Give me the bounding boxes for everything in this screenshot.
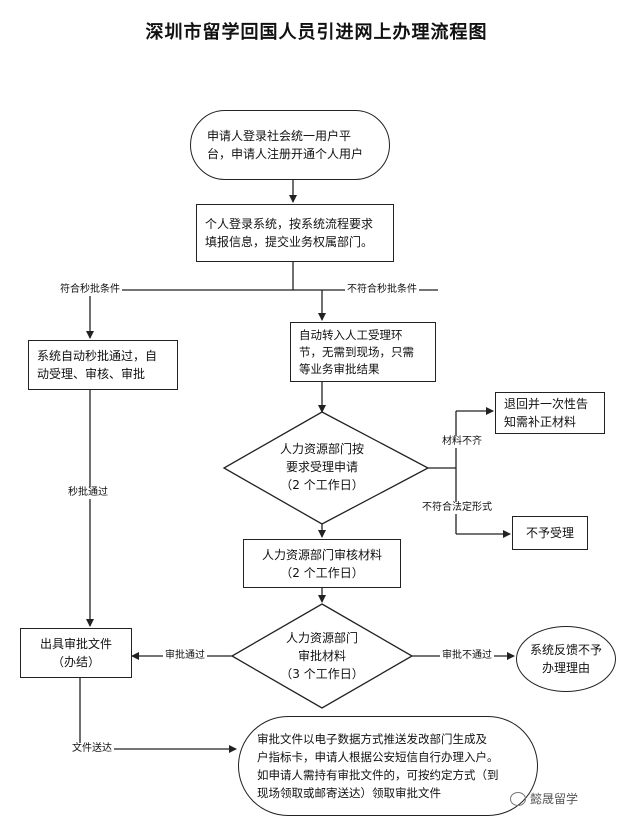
node-hr-accept-line-1: 人力资源部门按 [279,442,364,456]
node-hr-approve-text: 人力资源部门 审批材料 （3 个工作日） [262,629,382,683]
node-review-line-2: （2 个工作日） [280,565,364,580]
node-review-line-1: 人力资源部门审核材料 [261,547,382,562]
node-manual: 自动转入人工受理环 节，无需到现场，只需 等业务审批结果 [290,322,436,382]
node-reject-line-1: 不予受理 [525,526,574,540]
node-final-line-1: 审批文件以电子数据方式推送发改部门生成及 [257,732,487,746]
label-not-meets-condition: 不符合秒批条件 [345,284,419,296]
node-auto-line-1: 系统自动秒批通过，自 [37,349,158,363]
node-hr-approve-line-1: 人力资源部门 [285,631,358,645]
node-final-line-3: 如申请人需持有审批文件的，可按约定方式（到 [257,768,499,782]
label-approve-fail: 审批不通过 [440,650,494,662]
node-start: 申请人登录社会统一用户平 台，申请人注册开通个人用户 [190,110,390,180]
node-hr-approve-line-2: 审批材料 [297,649,346,663]
node-return: 退回并一次性告 知需补正材料 [495,392,605,434]
node-login-line-2: 填报信息，提交业务权属部门。 [205,235,374,249]
decision-diamond-accept [222,411,430,525]
node-login: 个人登录系统，按系统流程要求 填报信息，提交业务权属部门。 [196,204,394,262]
node-hr-accept-line-3: （2 个工作日） [280,478,364,492]
node-start-line-2: 台，申请人注册开通个人用户 [207,147,364,161]
node-hr-approve-line-3: （3 个工作日） [280,667,364,681]
node-auto-approve: 系统自动秒批通过，自 动受理、审核、审批 [28,340,178,390]
node-feedback-line-2: 办理理由 [541,661,590,675]
node-issue-line-2: （办结） [51,655,100,669]
label-not-legal-form: 不符合法定形式 [420,502,494,514]
node-return-line-2: 知需补正材料 [504,415,577,429]
node-start-line-1: 申请人登录社会统一用户平 [207,129,352,143]
node-hr-accept-line-2: 要求受理申请 [285,460,358,474]
node-auto-line-2: 动受理、审核、审批 [37,367,146,381]
wechat-icon [510,791,526,806]
page-title: 深圳市留学回国人员引进网上办理流程图 [145,22,488,43]
decision-diamond-approve [230,603,414,709]
node-reject: 不予受理 [512,516,588,550]
label-auto-pass: 秒批通过 [66,487,110,499]
node-hr-accept-text: 人力资源部门按 要求受理申请 （2 个工作日） [252,440,392,494]
label-file-delivery: 文件送达 [70,743,114,755]
node-final-line-4: 现场领取或邮寄送达）领取审批文件 [257,786,441,800]
node-issue: 出具审批文件 （办结） [20,628,132,678]
node-feedback-line-1: 系统反馈不予 [529,643,602,657]
watermark: 懿晟留学 [510,790,578,807]
node-login-line-1: 个人登录系统，按系统流程要求 [205,217,374,231]
node-final: 审批文件以电子数据方式推送发改部门生成及 户指标卡，申请人根据公安短信自行办理入… [238,716,538,816]
label-approve-pass: 审批通过 [163,650,207,662]
node-review: 人力资源部门审核材料 （2 个工作日） [243,539,401,588]
node-manual-line-1: 自动转入人工受理环 [299,327,403,342]
node-feedback: 系统反馈不予 办理理由 [516,626,616,692]
node-final-line-2: 户指标卡，申请人根据公安短信自行办理入户。 [257,750,499,764]
node-manual-line-3: 等业务审批结果 [299,361,380,376]
node-return-line-1: 退回并一次性告 [504,397,589,411]
watermark-text: 懿晟留学 [530,792,579,806]
label-incomplete-materials: 材料不齐 [440,436,484,448]
label-meets-condition: 符合秒批条件 [58,284,122,296]
node-manual-line-2: 节，无需到现场，只需 [299,344,414,359]
node-issue-line-1: 出具审批文件 [39,637,112,651]
